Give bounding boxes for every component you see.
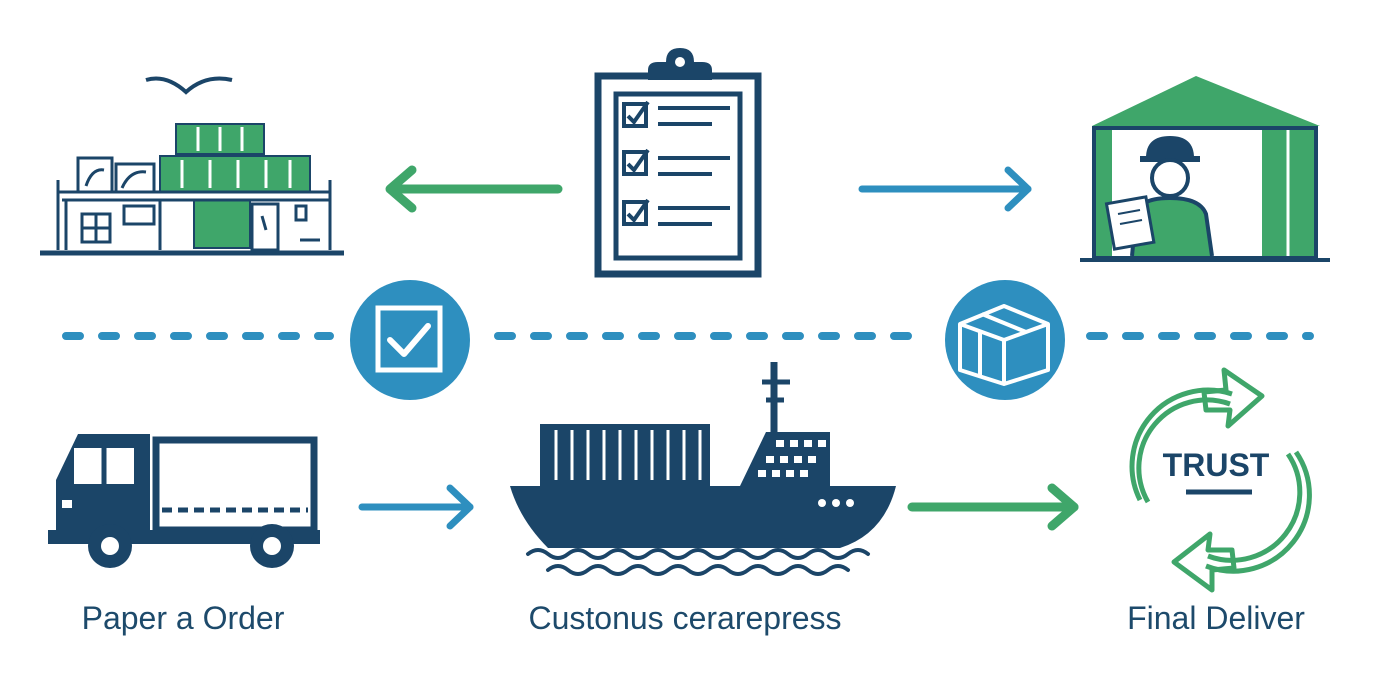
arrow-to-warehouse — [858, 166, 1032, 212]
cargo-ship-icon — [510, 362, 896, 576]
trust-cycle-icon: TRUST — [1129, 367, 1312, 593]
check-badge-icon — [350, 280, 470, 400]
step-label-customs-clearance: Custonus cerarepress — [528, 600, 842, 636]
trust-text: TRUST — [1163, 447, 1270, 483]
arrow-to-trust — [907, 483, 1079, 531]
arrow-to-ship — [358, 484, 474, 530]
warehouse-worker-icon — [1080, 76, 1330, 262]
package-badge-icon — [945, 280, 1065, 400]
clipboard-checklist-icon — [594, 48, 762, 278]
step-label-final-delivery: Final Deliver — [1127, 600, 1305, 636]
truck-icon — [48, 434, 320, 568]
step-label-paper-order: Paper a Order — [81, 600, 285, 636]
arrow-to-port — [385, 165, 563, 213]
port-warehouse-icon — [40, 76, 344, 256]
